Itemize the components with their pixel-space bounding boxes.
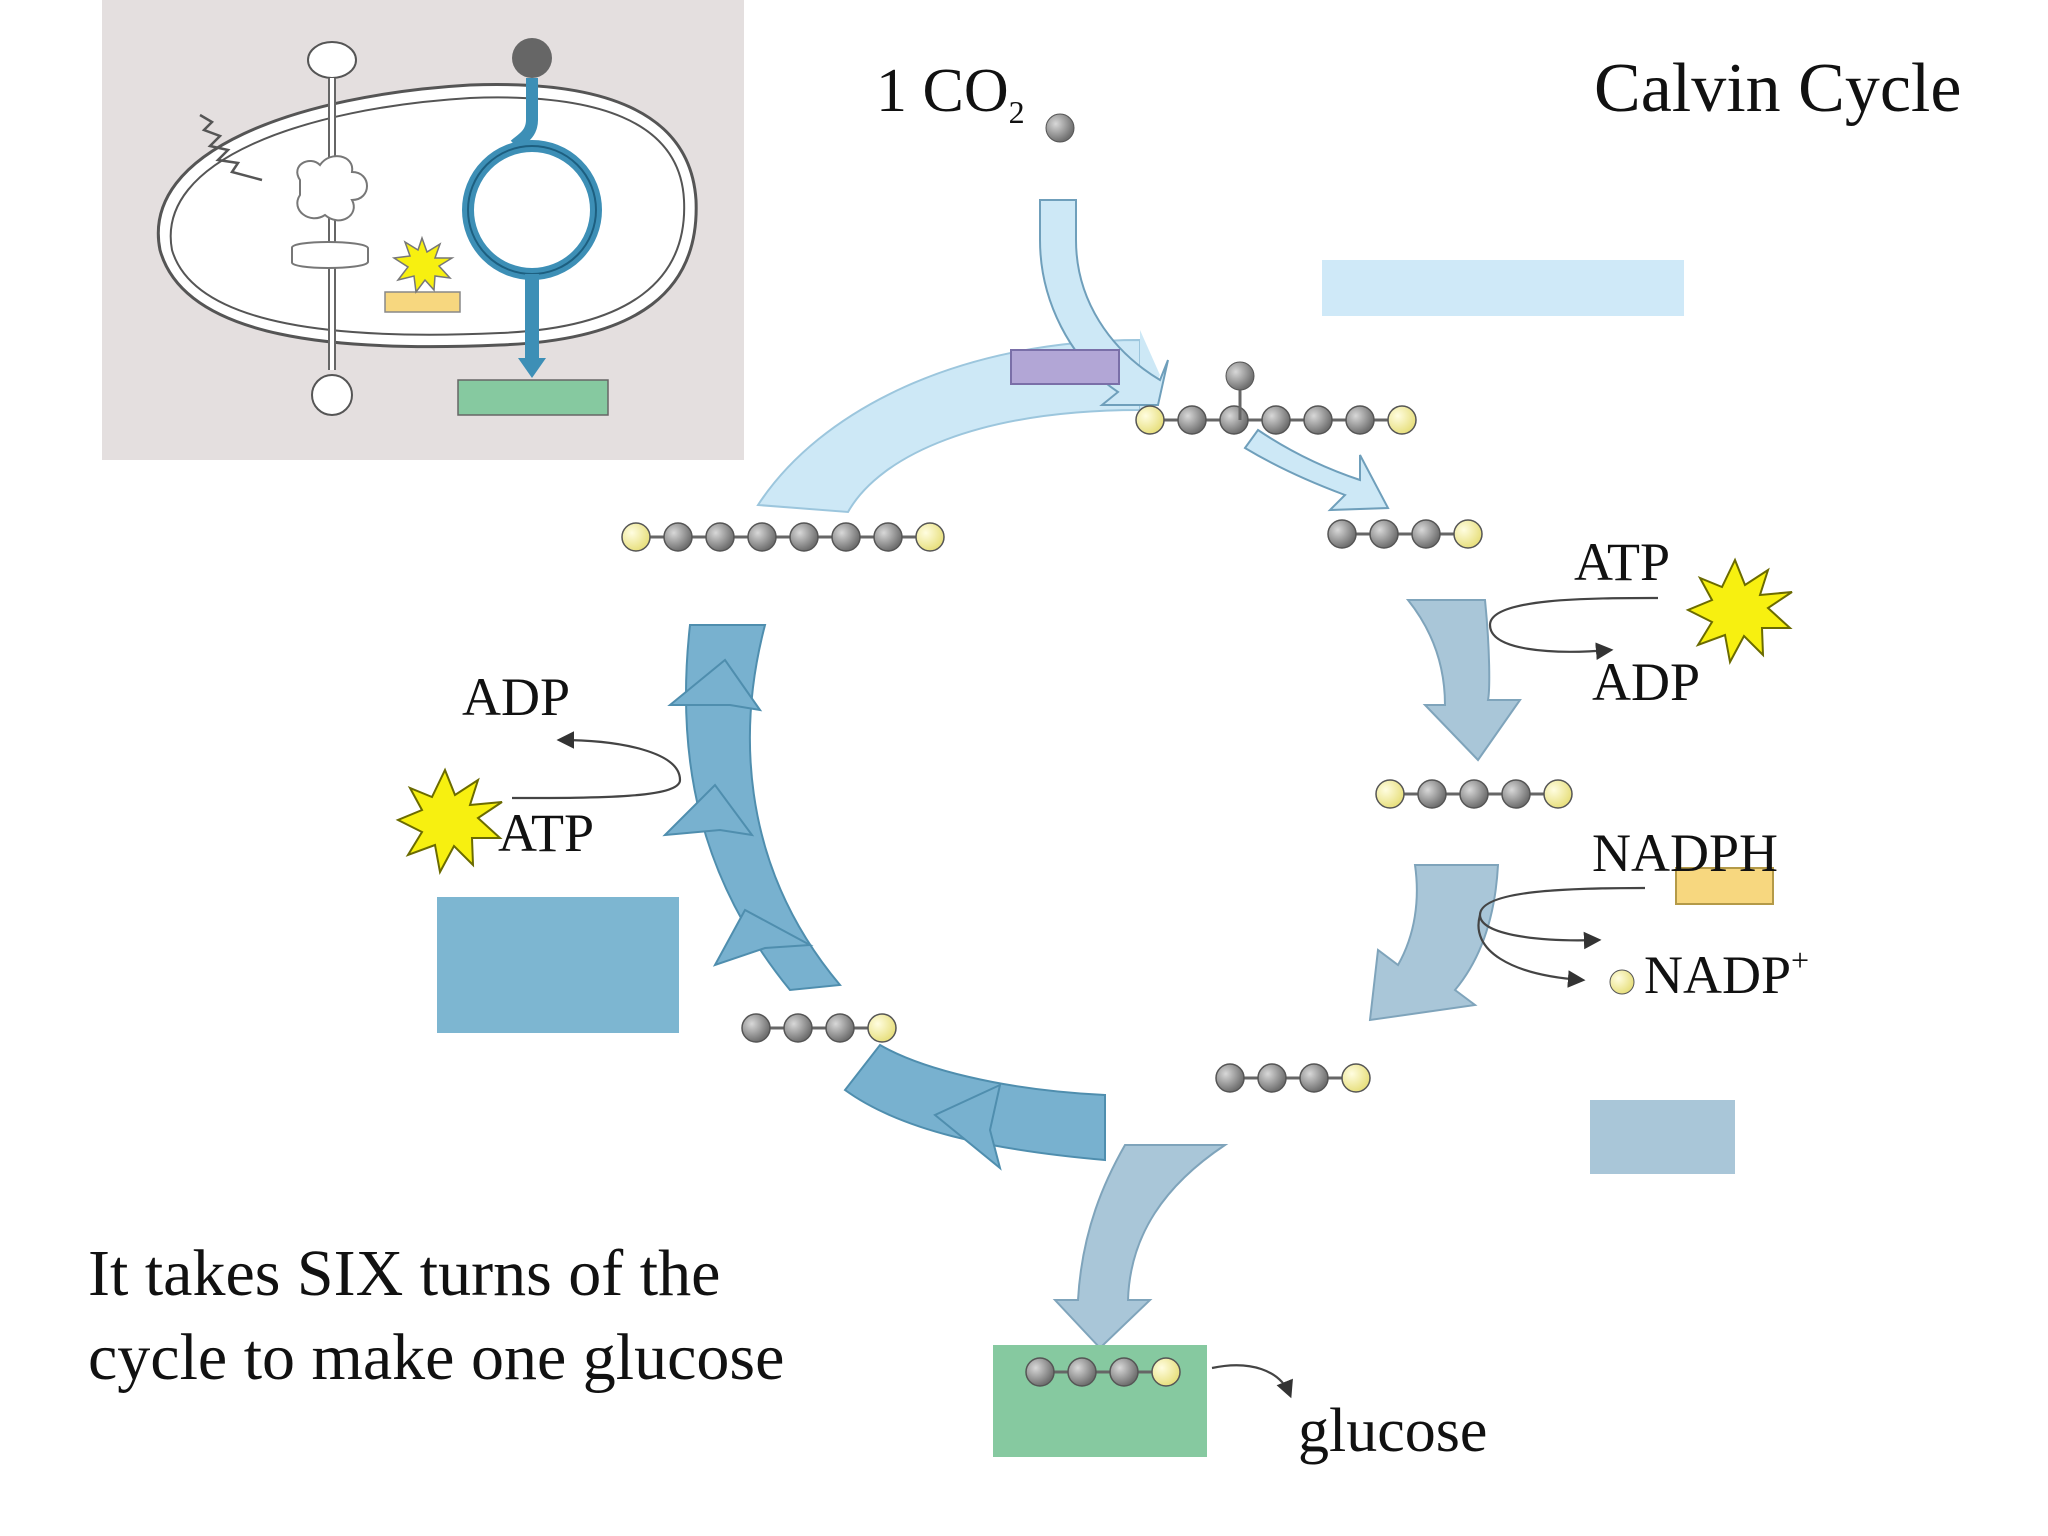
fixed-carbon-atom bbox=[1225, 361, 1255, 391]
carbon-atom bbox=[1025, 1357, 1055, 1387]
co2-carbon-atom bbox=[1045, 113, 1075, 143]
atp-right-label: ATP bbox=[1574, 532, 1671, 592]
nadph-box bbox=[1675, 867, 1774, 905]
phosphate-atom bbox=[621, 522, 651, 552]
carbon-atom bbox=[831, 522, 861, 552]
placeholder-box-left bbox=[437, 897, 679, 1033]
rubisco-enzyme-box bbox=[1010, 349, 1120, 385]
carbon-atom bbox=[789, 522, 819, 552]
atp-burst-left-icon bbox=[395, 767, 503, 875]
inset-atp-burst-icon bbox=[391, 235, 455, 294]
carbon-atom bbox=[1345, 405, 1375, 435]
carbon-atom bbox=[1417, 779, 1447, 809]
phosphate-atom bbox=[1543, 779, 1573, 809]
carbon-atom bbox=[825, 1013, 855, 1043]
inset-nadph-box bbox=[384, 291, 461, 313]
glucose-label: glucose bbox=[1298, 1397, 1488, 1465]
inset-sugar-box bbox=[457, 379, 609, 416]
phosphate-atom bbox=[1135, 405, 1165, 435]
nadp-ball-icon bbox=[1609, 969, 1635, 995]
co2-subscript: 2 bbox=[1008, 94, 1025, 130]
carbon-atom bbox=[1411, 519, 1441, 549]
adp-left-label: ADP bbox=[462, 667, 571, 727]
rubp-chain bbox=[1135, 405, 1417, 435]
split-arrow bbox=[1243, 428, 1390, 512]
carbon-atom bbox=[1303, 405, 1333, 435]
thylakoid-icon bbox=[290, 241, 369, 269]
molecule-chains bbox=[621, 113, 1635, 1387]
nadp-text: NADP bbox=[1644, 945, 1792, 1005]
regeneration-left-arrow bbox=[684, 624, 842, 992]
carbon-atom bbox=[1257, 1063, 1287, 1093]
carbon-atom bbox=[1459, 779, 1489, 809]
light-ray-icon bbox=[199, 113, 263, 182]
carbon-atom bbox=[783, 1013, 813, 1043]
glucose-output-arrow bbox=[1052, 1144, 1229, 1350]
reduction-arrow bbox=[1368, 864, 1500, 1022]
placeholder-boxes bbox=[437, 260, 1774, 1457]
g3p-recycle-chain bbox=[741, 1013, 897, 1043]
six-turns-caption: It takes SIX turns of the cycle to make … bbox=[88, 1237, 785, 1394]
carbon-atom bbox=[873, 522, 903, 552]
phosphate-atom bbox=[1375, 779, 1405, 809]
placeholder-box-bottom-right bbox=[1590, 1100, 1735, 1174]
photosystem-icon bbox=[296, 155, 368, 222]
nadp-label: NADP+ bbox=[1644, 944, 1809, 1002]
co2-coefficient: 1 bbox=[876, 57, 907, 125]
carbon-atom bbox=[663, 522, 693, 552]
carbon-atom bbox=[1109, 1357, 1139, 1387]
carbon-atom bbox=[1261, 405, 1291, 435]
atp-burst-right-icon bbox=[1685, 557, 1793, 665]
carbon-atom bbox=[1219, 405, 1249, 435]
glucose-chain bbox=[1025, 1357, 1181, 1387]
water-molecule-icon bbox=[307, 41, 357, 79]
carbon-atom bbox=[1501, 779, 1531, 809]
phosphate-atom bbox=[1387, 405, 1417, 435]
energy-side-arrows bbox=[511, 596, 1659, 1399]
nadph-label: NADPH bbox=[1592, 823, 1779, 883]
carbon-atom bbox=[1327, 519, 1357, 549]
atp-left-label: ATP bbox=[498, 803, 595, 863]
phosphate-atom bbox=[1341, 1063, 1371, 1093]
carbon-atom bbox=[1369, 519, 1399, 549]
carbon-atom bbox=[1215, 1063, 1245, 1093]
bisphosphoglycerate-chain bbox=[1375, 779, 1573, 809]
phosphate-atom bbox=[915, 522, 945, 552]
placeholder-box-top-right bbox=[1322, 260, 1684, 316]
phosphorylation-arrow bbox=[1405, 599, 1522, 762]
carbon-atom bbox=[747, 522, 777, 552]
pga-chain bbox=[1327, 519, 1483, 549]
diagram-title: Calvin Cycle bbox=[1594, 50, 1962, 127]
inset-co2-icon bbox=[512, 38, 552, 78]
nadp-superscript: + bbox=[1791, 942, 1810, 978]
phosphate-atom bbox=[1151, 1357, 1181, 1387]
g3p-chain bbox=[1215, 1063, 1371, 1093]
ribulose-chain bbox=[621, 522, 945, 552]
oxygen-molecule-icon bbox=[311, 374, 353, 416]
co2-entry-arrow bbox=[1039, 199, 1169, 406]
carbon-atom bbox=[1177, 405, 1207, 435]
carbon-atom bbox=[1067, 1357, 1097, 1387]
phosphate-atom bbox=[1453, 519, 1483, 549]
chloroplast-inset bbox=[102, 0, 744, 460]
co2-label: 1 CO2 bbox=[876, 60, 1025, 128]
co2-molecule: CO bbox=[922, 57, 1009, 125]
chloroplast-inner-membrane bbox=[169, 96, 686, 336]
carbon-atom bbox=[1299, 1063, 1329, 1093]
carbon-atom bbox=[741, 1013, 771, 1043]
adp-right-label: ADP bbox=[1592, 652, 1701, 712]
carbon-atom bbox=[705, 522, 735, 552]
phosphate-atom bbox=[867, 1013, 897, 1043]
